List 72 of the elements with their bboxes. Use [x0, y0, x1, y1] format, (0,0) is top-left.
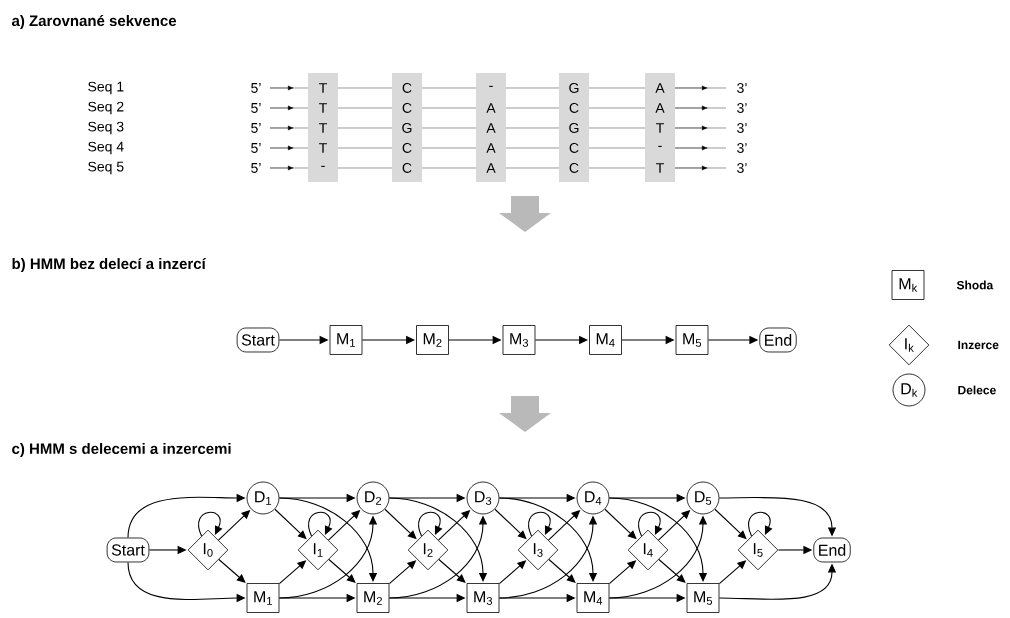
terminal-box: End: [813, 537, 851, 563]
base-letter: -: [658, 145, 662, 147]
base-letter: T: [319, 123, 327, 133]
base-letter: G: [569, 83, 579, 93]
base-letter: G: [402, 123, 412, 133]
match-state-box: M$_{4}$: [576, 583, 610, 613]
base-letter: G: [569, 123, 579, 133]
arrow: [548, 558, 576, 583]
end-label: 3’: [737, 83, 747, 93]
base-letter: C: [402, 163, 412, 173]
terminal-box: End: [759, 327, 797, 353]
arrow: [658, 558, 686, 583]
sequence-name: Seq 4: [88, 141, 124, 155]
base-letter: C: [569, 163, 579, 173]
self-loop-arrow: [748, 511, 773, 537]
node-label: Delece: [958, 385, 996, 395]
base-letter: A: [486, 163, 496, 173]
base-letter: A: [486, 143, 496, 153]
base-letter: -: [489, 85, 493, 87]
section-heading: a) Zarovnané sekvence: [12, 14, 177, 30]
base-letter: A: [655, 83, 665, 93]
base-letter: C: [402, 83, 412, 93]
match-state-box: M$_{3}$: [466, 583, 500, 613]
end-label: 5’: [251, 123, 261, 133]
base-letter: C: [402, 103, 412, 113]
match-state-box: M$_{5}$: [675, 325, 709, 355]
match-state-box: M$_{k}$: [891, 270, 925, 300]
self-loop-arrow: [198, 511, 223, 537]
sequence-name: Seq 3: [88, 121, 124, 135]
end-label: 3’: [737, 103, 747, 113]
match-state-box: M$_{2}$: [416, 325, 449, 355]
end-label: 3’: [737, 123, 747, 133]
self-loop-arrow: [418, 511, 443, 537]
match-state-box: M$_{2}$: [356, 583, 390, 613]
match-state-box: M$_{4}$: [589, 325, 622, 355]
base-letter: T: [319, 103, 327, 113]
end-label: 3’: [737, 163, 747, 173]
base-letter: T: [656, 123, 664, 133]
base-letter: C: [569, 103, 579, 113]
end-label: 5’: [251, 83, 261, 93]
match-state-box: M$_{3}$: [502, 325, 536, 355]
match-state-box: M$_{1}$: [246, 583, 280, 613]
arrow: [438, 558, 466, 583]
section-heading: b) HMM bez delecí a inzercí: [12, 257, 207, 273]
sequence-name: Seq 2: [88, 101, 124, 115]
node-label: Inzerce: [958, 340, 999, 350]
end-label: 5’: [251, 163, 261, 173]
self-loop-arrow: [308, 511, 333, 537]
base-letter: -: [321, 165, 325, 167]
arrow: [218, 558, 246, 583]
match-state-box: M$_{1}$: [329, 325, 363, 355]
sequence-name: Seq 5: [88, 161, 124, 175]
terminal-box: Start: [106, 537, 150, 563]
base-letter: A: [486, 123, 496, 133]
match-state-box: M$_{5}$: [686, 583, 720, 613]
end-label: 5’: [251, 143, 261, 153]
section-heading: c) HMM s delecemi a inzercemi: [12, 443, 231, 457]
base-letter: T: [656, 163, 664, 173]
base-letter: C: [402, 143, 412, 153]
node-label: Shoda: [956, 280, 994, 290]
base-letter: A: [486, 103, 496, 113]
base-letter: A: [655, 103, 665, 113]
base-letter: C: [569, 143, 579, 153]
end-label: 5’: [251, 103, 261, 113]
arrow: [328, 558, 356, 583]
end-label: 3’: [737, 143, 747, 153]
self-loop-arrow: [638, 511, 663, 537]
self-loop-arrow: [528, 511, 553, 537]
terminal-box: Start: [236, 327, 280, 353]
sequence-name: Seq 1: [88, 81, 124, 95]
base-letter: T: [319, 83, 327, 93]
base-letter: T: [319, 143, 327, 153]
